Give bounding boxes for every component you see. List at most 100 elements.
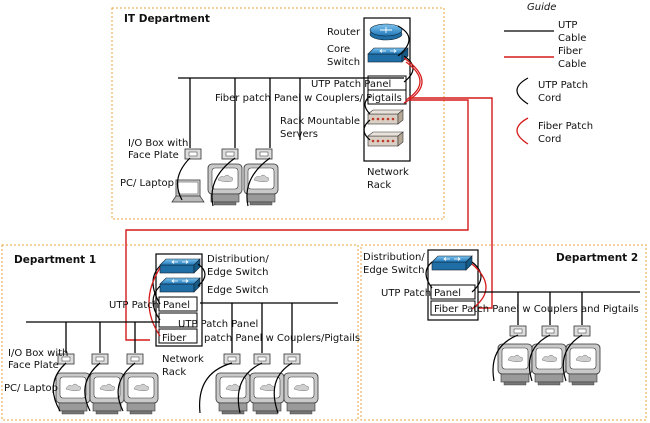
d1-pc-laptop-label: PC/ Laptop bbox=[4, 383, 58, 394]
pc-icon bbox=[565, 343, 601, 386]
utp-patch-cord bbox=[152, 285, 161, 321]
io-box-icon bbox=[253, 353, 271, 365]
legend-utp-cord-label-2: Cord bbox=[538, 93, 561, 104]
fiber-patch-cord bbox=[403, 57, 423, 104]
legend: Guide UTP Cable Fiber Cable UTP Patch Co… bbox=[504, 2, 593, 145]
it-department-border bbox=[111, 7, 445, 220]
pc-icon bbox=[497, 343, 533, 386]
pc-icon bbox=[123, 372, 159, 415]
pc-icon bbox=[283, 372, 319, 415]
d1-network-rack-label-2: Rack bbox=[162, 367, 186, 378]
io-box-icon bbox=[255, 148, 273, 160]
d1-io-box-label-1: I/O Box with bbox=[8, 348, 68, 359]
router-icon bbox=[369, 23, 403, 41]
rack-servers-label-1: Rack Mountable bbox=[280, 116, 360, 127]
utp-patch-cord bbox=[197, 263, 206, 287]
utp-patch-cord bbox=[492, 334, 583, 382]
pc-icon bbox=[249, 372, 285, 415]
it-fiber-patch-panel-label: Fiber patch Panel w Couplers/ Pigtails bbox=[215, 93, 402, 104]
it-io-box-label-2: Face Plate bbox=[128, 150, 179, 161]
legend-utp-label-1: UTP bbox=[558, 20, 577, 31]
legend-fiber-cord-icon bbox=[516, 117, 529, 145]
distribution-switch-icon bbox=[431, 255, 473, 271]
d1-utp-patch-panel-slot bbox=[158, 312, 198, 328]
d1-utp-panel-slot bbox=[158, 296, 198, 312]
d1-fiber-panel-slot bbox=[158, 328, 198, 344]
d1-panel-label: Panel bbox=[163, 300, 190, 311]
it-pc-laptop-label: PC/ Laptop bbox=[120, 178, 174, 189]
fiber-patch-cord bbox=[148, 267, 161, 337]
server-icon bbox=[367, 131, 404, 147]
io-box-icon bbox=[126, 353, 144, 365]
io-box-icon bbox=[573, 325, 591, 337]
utp-patch-cord bbox=[176, 157, 271, 207]
d2-utp-patch-label: UTP Patch bbox=[381, 288, 431, 299]
io-box-icon bbox=[223, 353, 241, 365]
fiber-cable-to-department-1 bbox=[125, 99, 469, 341]
rack-servers-label-2: Servers bbox=[280, 129, 318, 140]
legend-utp-cord-icon bbox=[516, 77, 529, 105]
pc-icon bbox=[207, 163, 243, 206]
utp-patch-cord bbox=[363, 119, 371, 141]
department-2-title: Department 2 bbox=[556, 252, 638, 264]
utp-cable bbox=[231, 303, 293, 353]
legend-utp-label-2: Cable bbox=[558, 33, 586, 44]
it-io-box-label-1: I/O Box with bbox=[128, 138, 188, 149]
pc-icon bbox=[215, 372, 251, 415]
server-icon bbox=[367, 109, 404, 125]
io-box-icon bbox=[509, 325, 527, 337]
fiber-patch-cord bbox=[471, 263, 487, 310]
it-network-rack-label-2: Rack bbox=[367, 180, 391, 191]
fiber-patch-cord bbox=[405, 61, 421, 101]
distribution-switch-icon bbox=[159, 258, 201, 274]
utp-patch-cord bbox=[364, 95, 371, 115]
d2-panel-label: Panel bbox=[434, 288, 461, 299]
pc-icon bbox=[531, 343, 567, 386]
d1-fiber-patch-panel-label: patch Panel w Couplers/Pigtails bbox=[204, 333, 360, 344]
d2-utp-panel-slot bbox=[430, 284, 476, 300]
utp-patch-cord bbox=[471, 261, 482, 293]
d1-distribution-switch-label-2: Edge Switch bbox=[207, 267, 268, 278]
department-2-border bbox=[360, 244, 647, 421]
utp-cable bbox=[65, 322, 136, 353]
d1-network-rack-label-1: Network bbox=[162, 354, 204, 365]
core-switch-icon bbox=[367, 47, 409, 63]
utp-cable bbox=[189, 78, 301, 148]
d1-utp-patch-label: UTP Patch bbox=[109, 300, 159, 311]
d1-io-box-label-2: Face Plate bbox=[8, 360, 59, 371]
department-1-border bbox=[1, 244, 359, 421]
io-box-icon bbox=[184, 148, 202, 160]
d2-fiber-patch-panel-label: Fiber Patch Panel w Couplers and Pigtail… bbox=[434, 304, 639, 315]
it-network-rack-label-1: Network bbox=[367, 167, 409, 178]
d2-distribution-switch-label-2: Edge Switch bbox=[363, 265, 424, 276]
utp-patch-cord bbox=[397, 25, 410, 57]
department-1-title: Department 1 bbox=[14, 254, 96, 266]
d1-edge-switch-label: Edge Switch bbox=[207, 285, 268, 296]
core-switch-label-2: Switch bbox=[327, 57, 360, 68]
utp-patch-cord bbox=[199, 362, 293, 414]
laptop-icon bbox=[171, 179, 205, 203]
legend-fiber-label-2: Cable bbox=[558, 59, 586, 70]
it-utp-patch-panel-label: UTP Patch Panel bbox=[311, 79, 391, 90]
utp-patch-cord bbox=[52, 362, 136, 412]
d1-distribution-switch-label-1: Distribution/ bbox=[207, 254, 269, 265]
legend-title: Guide bbox=[527, 2, 556, 13]
utp-patch-cord bbox=[425, 261, 433, 289]
d2-distribution-switch-label-1: Distribution/ bbox=[363, 252, 425, 263]
utp-cable bbox=[517, 292, 583, 325]
router-label: Router bbox=[327, 27, 361, 38]
io-box-icon bbox=[91, 353, 109, 365]
io-box-icon bbox=[221, 148, 239, 160]
legend-utp-cord-label-1: UTP Patch bbox=[538, 80, 588, 91]
d1-fiber-label: Fiber bbox=[162, 333, 187, 344]
fiber-cable-to-department-2 bbox=[410, 97, 493, 309]
legend-fiber-label-1: Fiber bbox=[558, 46, 583, 57]
pc-icon bbox=[89, 372, 125, 415]
edge-switch-icon bbox=[159, 277, 201, 293]
d1-utp-patch-panel-label: UTP Patch Panel bbox=[178, 319, 258, 330]
io-box-icon bbox=[541, 325, 559, 337]
it-department-title: IT Department bbox=[124, 13, 210, 25]
legend-fiber-cord-label-2: Cord bbox=[538, 134, 561, 145]
io-box-icon bbox=[283, 353, 301, 365]
